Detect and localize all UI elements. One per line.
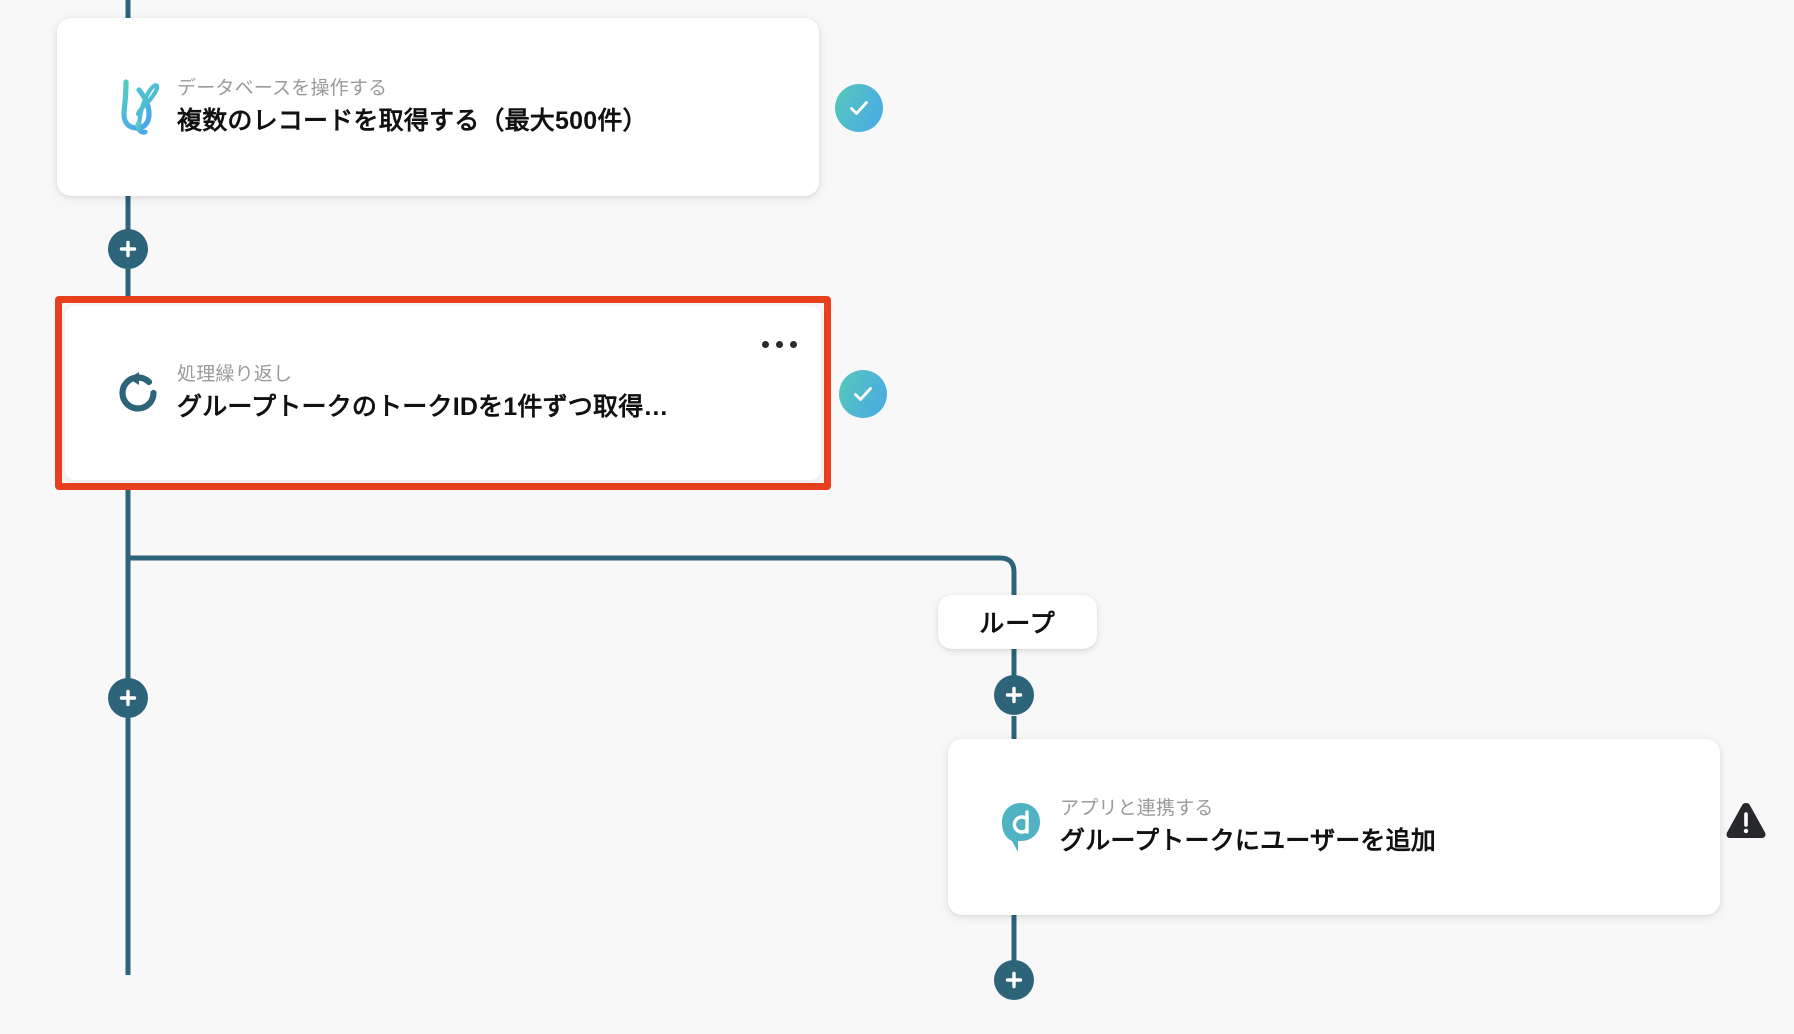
status-badge-warning xyxy=(1723,798,1769,844)
node-text-block: 処理繰り返し グループトークのトークIDを1件ずつ取得… xyxy=(177,361,669,426)
node-text-block: アプリと連携する グループトークにユーザーを追加 xyxy=(1060,795,1436,860)
node-text-block: データベースを操作する 複数のレコードを取得する（最大500件） xyxy=(177,75,648,140)
node-subtitle: アプリと連携する xyxy=(1060,797,1214,819)
check-icon xyxy=(850,101,868,115)
ellipsis-dot xyxy=(762,341,769,348)
add-step-button-after-get-records[interactable] xyxy=(108,229,148,269)
status-badge-success-2 xyxy=(839,370,887,418)
plus-icon xyxy=(1005,971,1023,989)
add-step-button-main-trunk[interactable] xyxy=(108,678,148,718)
node-title: グループトークにユーザーを追加 xyxy=(1060,827,1437,856)
status-badge-success-1 xyxy=(835,84,883,132)
branch-label-loop: ループ xyxy=(938,595,1097,649)
yoom-database-icon xyxy=(107,78,169,136)
add-step-button-loop-before[interactable] xyxy=(994,675,1034,715)
ellipsis-dot xyxy=(776,341,783,348)
node-title: グループトークのトークIDを1件ずつ取得… xyxy=(177,393,669,422)
workflow-node-loop[interactable]: 処理繰り返し グループトークのトークIDを1件ずつ取得… xyxy=(65,306,821,480)
workflow-node-get-records[interactable]: データベースを操作する 複数のレコードを取得する（最大500件） xyxy=(57,18,819,196)
workflow-node-add-user[interactable]: アプリと連携する グループトークにユーザーを追加 xyxy=(948,739,1720,915)
plus-icon xyxy=(119,240,137,258)
plus-icon xyxy=(1005,686,1023,704)
warning-triangle-icon xyxy=(1726,803,1766,838)
node-subtitle: 処理繰り返し xyxy=(177,363,293,385)
check-icon xyxy=(854,387,872,401)
node-subtitle: データベースを操作する xyxy=(177,77,388,99)
plus-icon xyxy=(119,689,137,707)
branch-label-text: ループ xyxy=(979,610,1056,638)
repeat-loop-icon xyxy=(107,370,169,416)
node-selection-outline xyxy=(55,296,831,490)
ellipsis-dot xyxy=(790,341,797,348)
add-step-button-loop-after[interactable] xyxy=(994,960,1034,1000)
direct-app-icon xyxy=(990,799,1052,855)
node-title: 複数のレコードを取得する（最大500件） xyxy=(177,107,648,136)
node-options-menu-button[interactable] xyxy=(762,341,797,348)
